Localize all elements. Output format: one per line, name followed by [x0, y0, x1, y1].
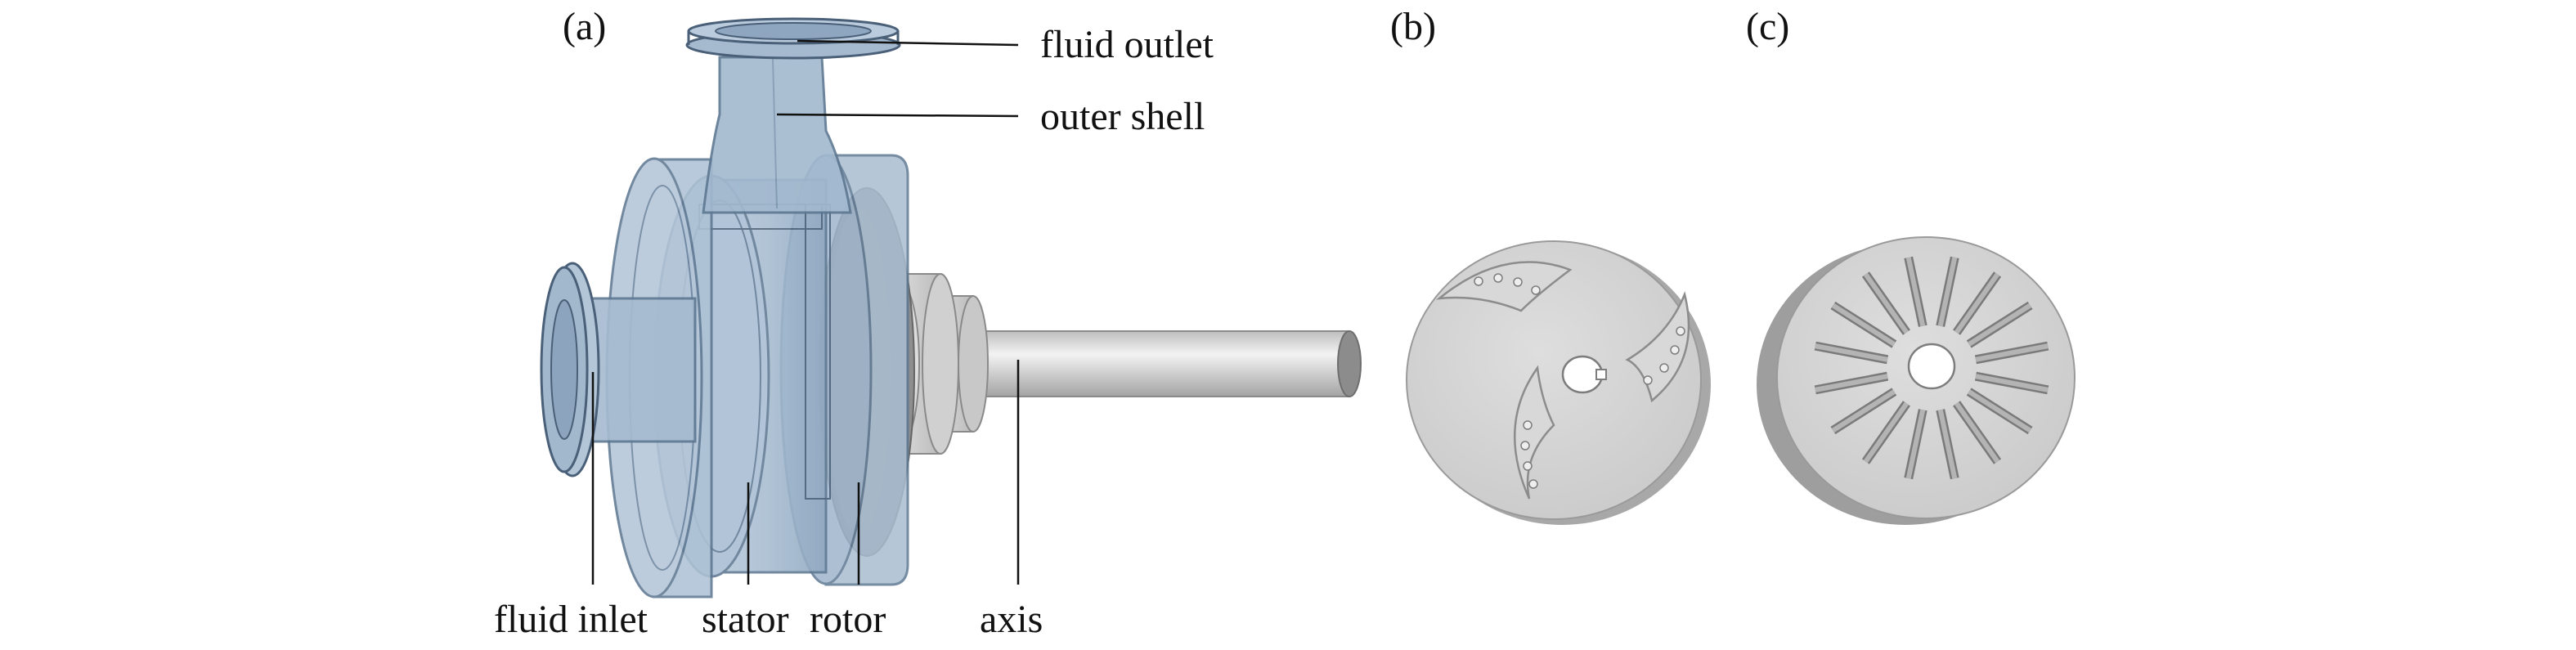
radial-slots — [1814, 256, 2049, 480]
radial-slot-inner — [1905, 257, 1926, 327]
panel-label-a: (a) — [563, 5, 606, 48]
radial-slot-inner — [1954, 401, 2000, 464]
pump-assembly — [540, 17, 1362, 598]
shaft — [956, 330, 1362, 397]
label-rotor: rotor — [810, 598, 886, 641]
inlet-flange — [540, 262, 600, 477]
radial-slot-inner — [1815, 374, 1888, 392]
leader-lines — [591, 39, 1020, 585]
radial-slot-inner — [1968, 303, 2032, 347]
radial-slot-inner — [1975, 374, 2049, 392]
radial-slot-inner — [1975, 343, 2049, 362]
radial-slot-inner — [1937, 409, 1958, 479]
panel-label-b: (b) — [1390, 5, 1436, 48]
stator-disc-detail — [1757, 236, 2076, 525]
label-outer-shell: outer shell — [1040, 95, 1205, 138]
radial-slot-inner — [1937, 257, 1958, 327]
outlet-flange — [685, 17, 901, 60]
radial-slot-inner — [1863, 401, 1909, 464]
radial-slot-inner — [1831, 303, 1896, 347]
label-axis: axis — [980, 598, 1043, 641]
panel-label-c: (c) — [1746, 5, 1789, 48]
label-fluid-inlet: fluid inlet — [494, 598, 648, 641]
radial-slot-inner — [1954, 272, 2000, 334]
outlet-pipe — [702, 56, 852, 214]
radial-slot-inner — [1815, 343, 1888, 362]
radial-slot-inner — [1863, 272, 1909, 334]
label-stator: stator — [702, 598, 789, 641]
radial-slot-inner — [1831, 389, 1896, 433]
label-fluid-outlet: fluid outlet — [1040, 23, 1214, 66]
radial-slot-inner — [1905, 409, 1926, 479]
rotor-disc-detail — [1406, 240, 1711, 525]
radial-slot-inner — [1968, 389, 2032, 433]
